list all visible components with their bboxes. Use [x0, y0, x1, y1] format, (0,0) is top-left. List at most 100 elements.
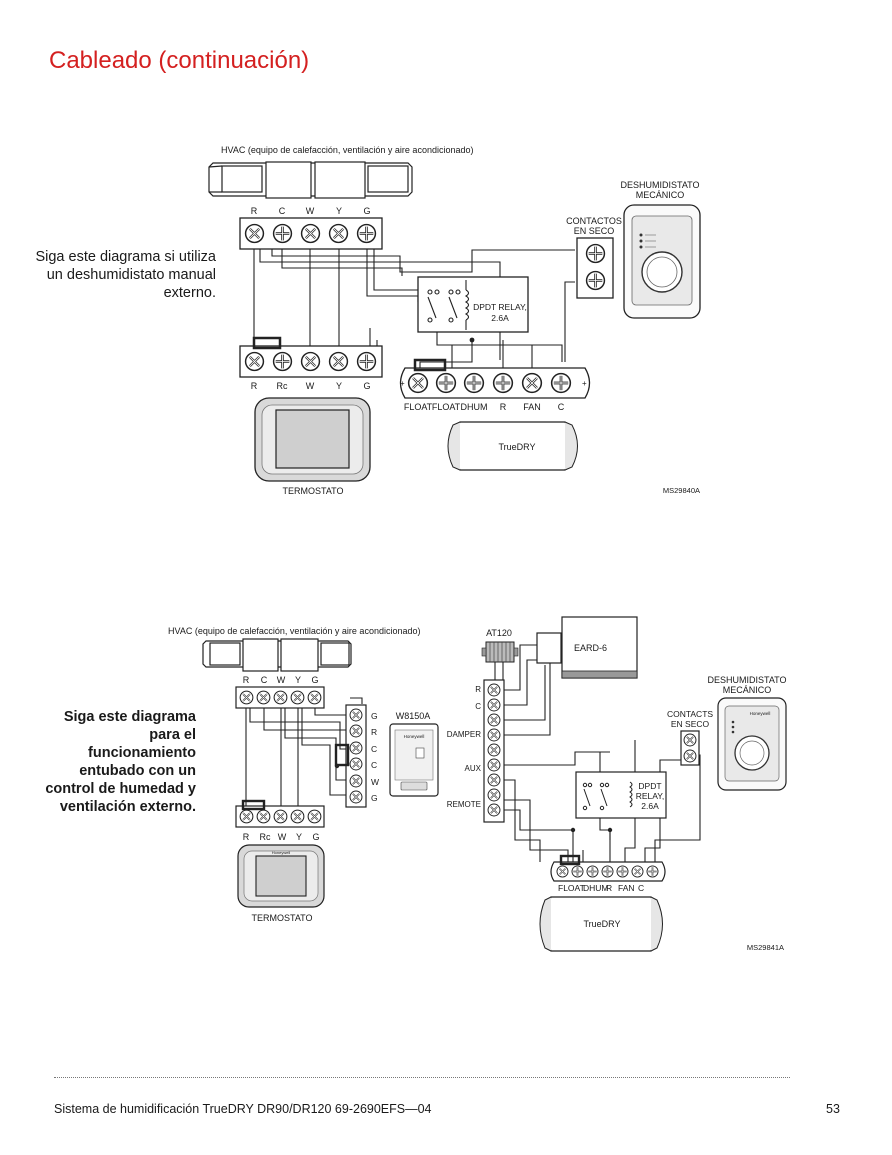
relay-label: 2.6A — [641, 801, 659, 811]
thermostat-terminal-label: G — [363, 381, 370, 391]
wire-junction-dot — [570, 827, 576, 833]
footer-text: Sistema de humidificación TrueDRY DR90/D… — [54, 1102, 432, 1116]
thermostat-terminal-label: W — [306, 381, 315, 391]
truedry-terminal-label: C — [638, 883, 644, 893]
thermostat — [254, 397, 371, 482]
footer-divider — [54, 1077, 790, 1078]
eard-terminal-label: C — [475, 702, 481, 711]
svg-text:+: + — [400, 379, 405, 388]
w8150-terminal-label: W — [371, 777, 379, 787]
hvac-terminal-label: W — [277, 675, 286, 685]
dpdt-relay: DPDT RELAY, 2.6A — [575, 771, 667, 819]
brand-logo: Honeywell — [404, 734, 425, 739]
hvac-terminal-label: W — [306, 206, 315, 216]
brand-logo: Honeywell — [750, 711, 771, 716]
hvac-terminal-label: R — [243, 675, 250, 685]
truedry-terminal-label: DHUM — [461, 402, 488, 412]
brand-logo: Honeywell — [272, 850, 291, 855]
thermostat-label: TERMOSTATO — [282, 486, 343, 496]
diagram-code: MS29840A — [663, 486, 700, 495]
hvac-terminal-label: G — [363, 206, 370, 216]
eard6-controller — [561, 616, 638, 679]
hvac-terminal-label: R — [251, 206, 258, 216]
relay-label: DPDT — [638, 781, 661, 791]
eard-terminal-label: R — [475, 685, 481, 694]
eard-terminal-label: AUX — [465, 764, 482, 773]
relay-label: RELAY, — [636, 791, 665, 801]
thermostat-terminal-labels: R Rc W Y G — [243, 832, 320, 842]
mechanical-dehumidistat: Honeywell — [717, 697, 787, 791]
w8150-terminal-label: G — [371, 793, 378, 803]
thermostat-terminal-label: G — [312, 832, 319, 842]
truedry-terminal-labels: FLOAT FLOAT DHUM R FAN C — [404, 402, 565, 412]
diagram-code: MS29841A — [747, 943, 784, 952]
hvac-terminal-label: G — [311, 675, 318, 685]
eard-terminal-label: REMOTE — [447, 800, 481, 809]
hvac-terminal-labels: R C W Y G — [251, 206, 371, 216]
relay-label: DPDT RELAY, — [473, 302, 527, 312]
svg-text:+: + — [582, 379, 587, 388]
truedry-terminal-label: C — [558, 402, 565, 412]
dpdt-relay: DPDT RELAY, 2.6A — [417, 276, 529, 333]
eard-terminal-label: DAMPER — [447, 730, 481, 739]
w8150-controller: Honeywell — [389, 723, 439, 797]
hvac-terminal-labels: R C W Y G — [243, 675, 319, 685]
eard-terminal-labels: R C DAMPER AUX REMOTE — [447, 685, 482, 809]
truedry-terminal-label: R — [606, 883, 612, 893]
diagram2-note: Siga este diagrama para el funcionamient… — [45, 709, 196, 815]
hvac-terminal-label: Y — [336, 206, 342, 216]
thermostat-terminal-label: Rc — [277, 381, 288, 391]
thermostat-terminal-labels: R Rc W Y G — [251, 381, 371, 391]
hvac-unit — [202, 638, 352, 672]
thermostat-terminal-label: Rc — [260, 832, 271, 842]
hvac-terminal-label: C — [261, 675, 268, 685]
thermostat-terminal-label: W — [278, 832, 287, 842]
dehumidistat-label: MECÁNICO — [723, 685, 772, 695]
w8150-terminal-label: G — [371, 711, 378, 721]
w8150-terminal-label: C — [371, 760, 377, 770]
diagram1-note: Siga este diagrama si utiliza un deshumi… — [35, 249, 216, 301]
dry-contacts-label: CONTACTOS — [566, 216, 622, 226]
wire-junction-dot — [607, 827, 613, 833]
diagram1: HVAC (equipo de calefacción, ventilación… — [208, 145, 701, 496]
hvac-terminal-label: C — [279, 206, 286, 216]
thermostat-terminal-label: R — [251, 381, 258, 391]
truedry-terminal-label: FAN — [523, 402, 541, 412]
truedry-label: TrueDRY — [583, 919, 620, 929]
mechanical-dehumidistat — [623, 204, 701, 319]
truedry-unit — [539, 896, 663, 952]
w8150-terminal-labels: G R C C W G — [371, 711, 379, 803]
dry-contacts-label: CONTACTS — [667, 709, 713, 719]
page-number: 53 — [826, 1102, 840, 1116]
truedry-terminal-label: FAN — [618, 883, 635, 893]
at120-label: AT120 — [486, 628, 512, 638]
eard6-label: EARD-6 — [574, 643, 607, 653]
thermostat-terminal-label: Y — [296, 832, 302, 842]
at120-transformer — [481, 641, 519, 680]
dehumidistat-label: DESHUMIDISTATO — [620, 180, 699, 190]
relay-label: 2.6A — [491, 313, 509, 323]
truedry-terminal-labels: FLOAT DHUM R FAN C — [558, 883, 644, 893]
thermostat-terminal-label: Y — [336, 381, 342, 391]
hvac-terminal-label: Y — [295, 675, 301, 685]
dry-contacts-label: EN SECO — [671, 719, 710, 729]
hvac-label: HVAC (equipo de calefacción, ventilación… — [168, 626, 420, 636]
thermostat: Honeywell — [237, 844, 325, 908]
truedry-terminal-label: R — [500, 402, 507, 412]
dehumidistat-label: MECÁNICO — [636, 190, 685, 200]
truedry-label: TrueDRY — [498, 442, 535, 452]
dry-contacts-label: EN SECO — [574, 226, 615, 236]
truedry-terminal-label: FLOAT — [432, 402, 461, 412]
wire-junction-dot — [469, 337, 475, 343]
damper-relay-box — [536, 632, 562, 664]
dehumidistat-label: DESHUMIDISTATO — [707, 675, 786, 685]
truedry-unit — [447, 421, 578, 471]
hvac-label: HVAC (equipo de calefacción, ventilación… — [221, 145, 473, 155]
truedry-terminal-label: DHUM — [583, 883, 609, 893]
truedry-terminal-label: FLOAT — [558, 883, 585, 893]
diagram2-wires — [245, 644, 701, 862]
page-title: Cableado (continuación) — [49, 47, 310, 74]
w8150-terminal-label: R — [371, 727, 377, 737]
w8150-terminal-label: C — [371, 744, 377, 754]
